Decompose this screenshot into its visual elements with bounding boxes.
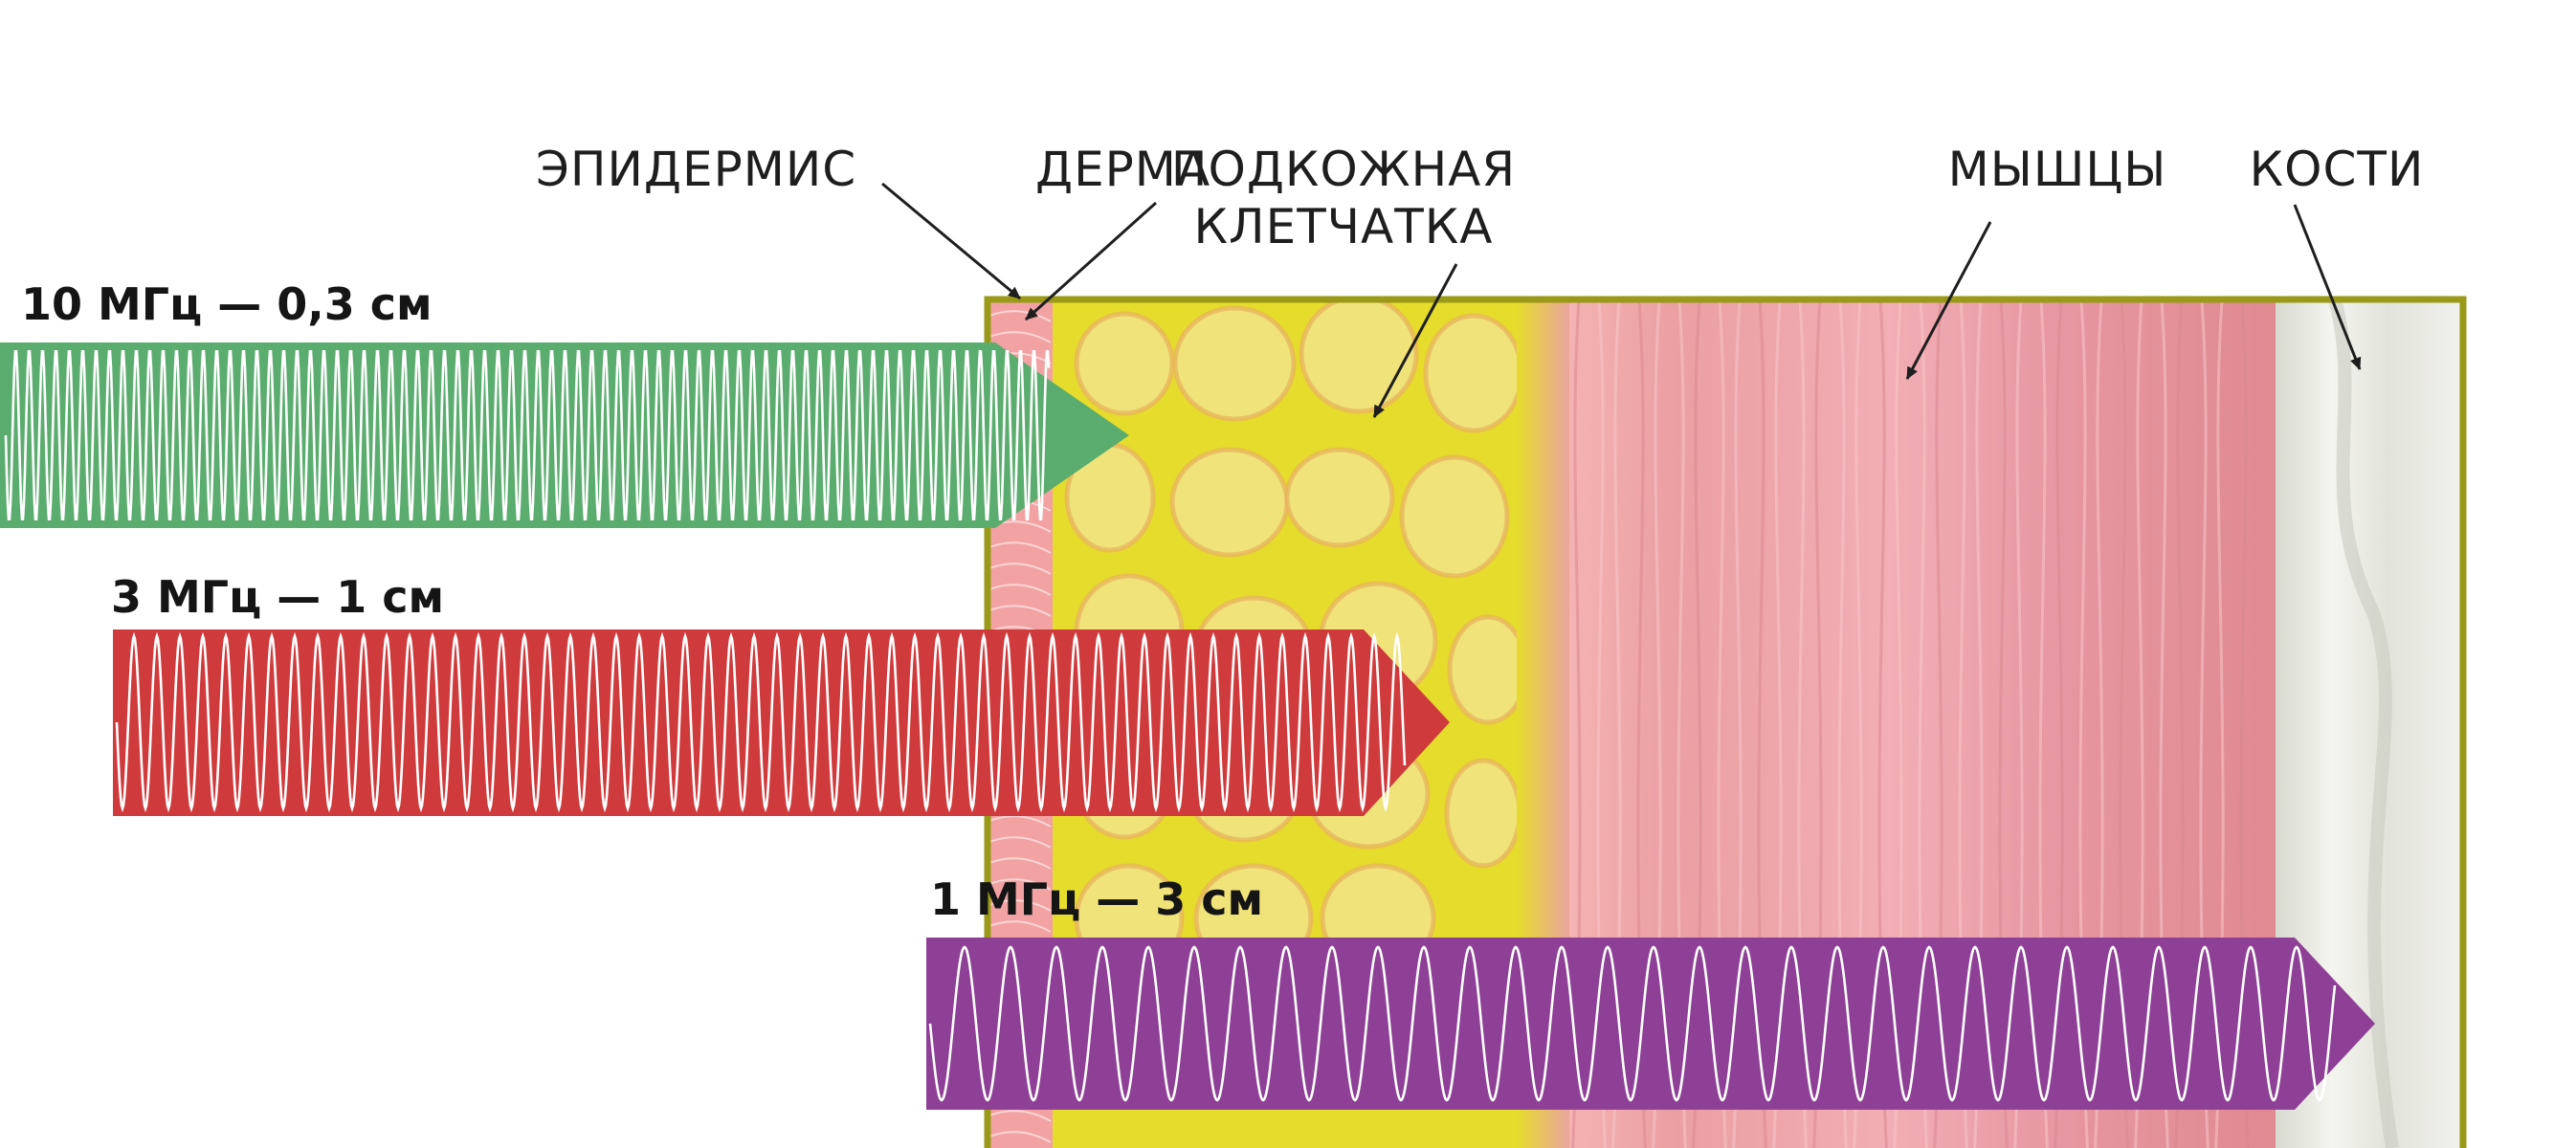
wave-3mhz [113, 629, 1450, 816]
wave-1mhz-oscillation [928, 945, 2337, 1102]
wave-10mhz [0, 342, 1129, 528]
muscles-pointer [1905, 221, 1992, 380]
subcutis-label-line1: ПОДКОЖНАЯ [1171, 142, 1516, 197]
bone-texture [2328, 300, 2399, 1148]
subcutis-pointer [1372, 263, 1458, 418]
wave-1mhz [926, 938, 2375, 1110]
wave-10mhz-label: 10 МГц — 0,3 см [21, 278, 433, 330]
wave-3mhz-label: 3 МГц — 1 см [111, 571, 444, 623]
wave-1mhz-label: 1 МГц — 3 см [930, 873, 1263, 925]
dermis-label: ДЕРМА [1035, 142, 1210, 197]
wave-10mhz-oscillation [4, 350, 1051, 520]
bones-label: КОСТИ [2250, 142, 2425, 197]
epidermis-label: ЭПИДЕРМИС [536, 142, 856, 197]
epidermis-pointer [881, 182, 1021, 300]
bones-pointer [2293, 204, 2362, 370]
subcutis-label-line2: КЛЕТЧАТКА [1194, 199, 1494, 254]
dermis-pointer [1024, 201, 1158, 321]
wave-3mhz-oscillation [115, 631, 1407, 813]
muscles-label: МЫШЦЫ [1948, 142, 2167, 197]
